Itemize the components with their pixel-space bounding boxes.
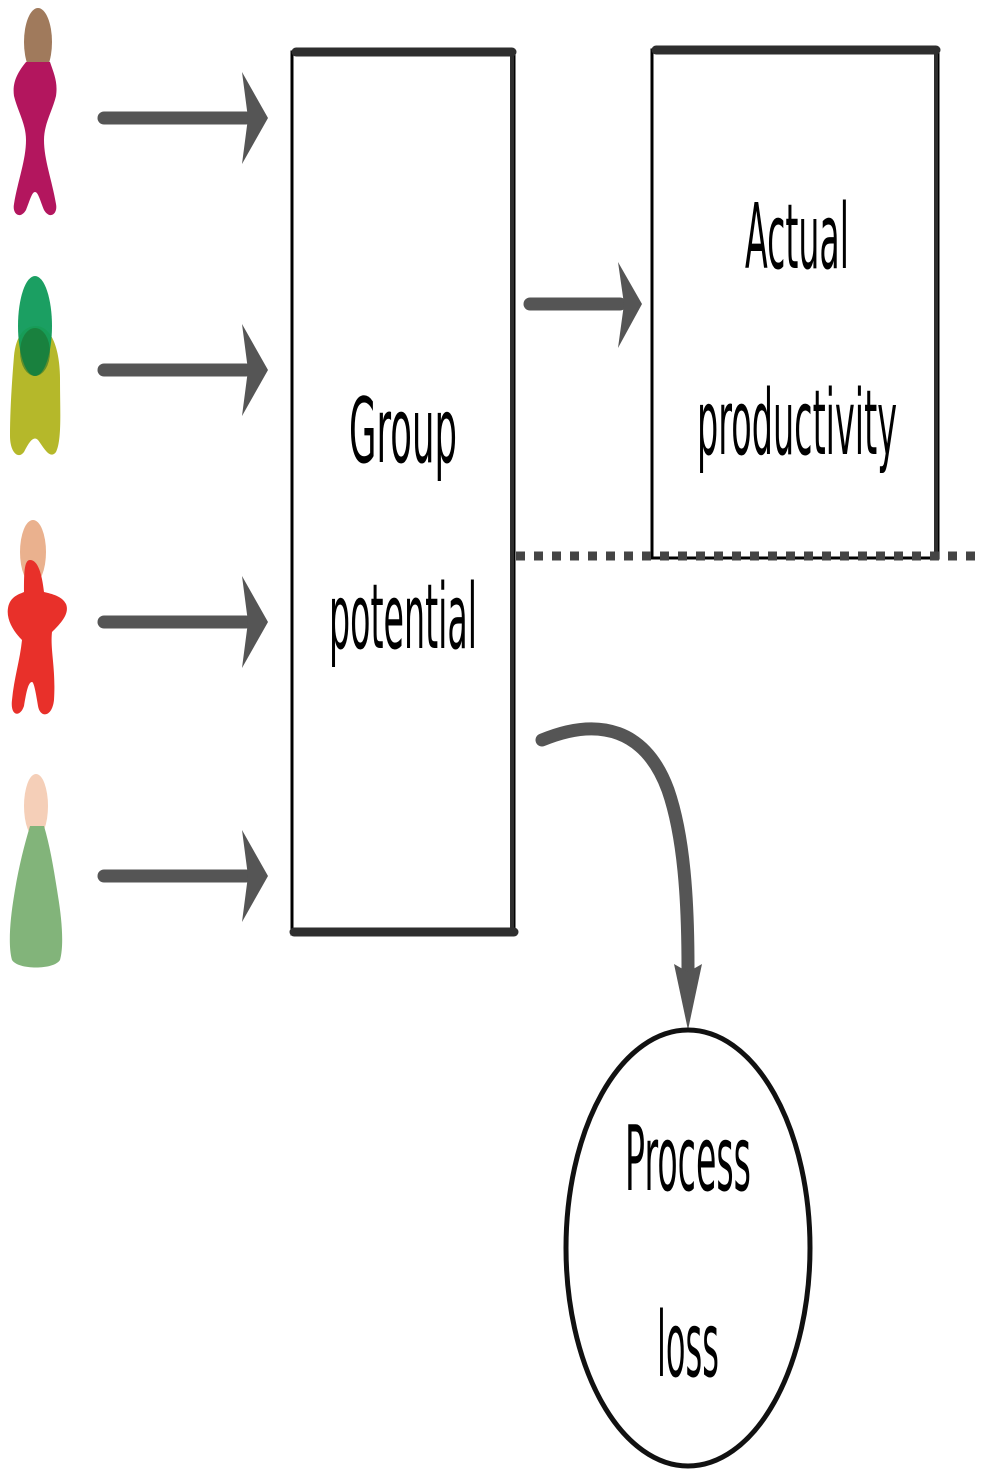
- person-4-body: [9, 826, 63, 968]
- person-2-icon: [10, 276, 61, 456]
- actual-productivity-label-line1: Actual: [745, 185, 849, 290]
- person-1-head: [24, 8, 52, 76]
- actual-productivity-label-line2: productivity: [697, 371, 897, 476]
- group-potential-box: Group potential: [289, 47, 519, 937]
- person-2-overlap: [20, 328, 50, 376]
- input-arrow-3: [97, 576, 268, 668]
- person-1-icon: [13, 8, 57, 216]
- process-loss-label-line2: loss: [657, 1293, 719, 1398]
- input-arrow-1: [97, 72, 268, 164]
- person-4-icon: [9, 774, 63, 968]
- actual-productivity-box: Actual productivity: [650, 45, 941, 560]
- person-4-head: [24, 774, 48, 838]
- input-arrow-2: [97, 324, 268, 416]
- person-1-body: [13, 62, 57, 216]
- input-arrow-4: [97, 830, 268, 922]
- process-loss-circle: Process loss: [563, 1027, 813, 1469]
- process-loss-arrow: [535, 722, 702, 1030]
- group-potential-label-line2: potential: [329, 565, 477, 670]
- person-3-icon: [7, 520, 67, 715]
- potential-to-actual-arrow: [523, 262, 642, 348]
- group-potential-label-line1: Group: [349, 379, 457, 484]
- person-3-body: [7, 560, 67, 715]
- process-loss-label-line1: Process: [625, 1107, 751, 1212]
